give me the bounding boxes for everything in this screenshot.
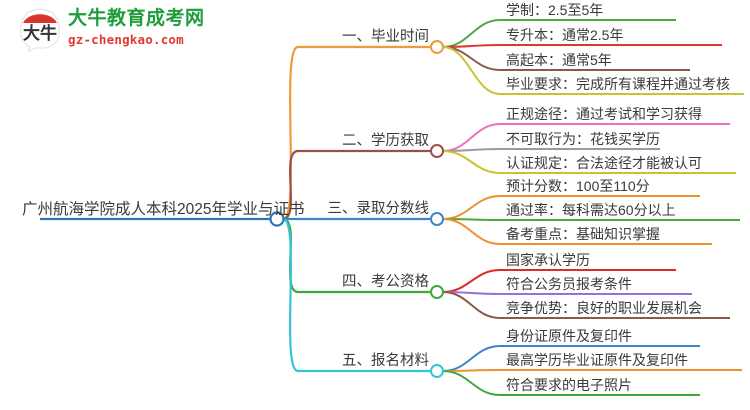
leaf-node-label[interactable]: 最高学历毕业证原件及复印件 [506,352,688,368]
mindmap-edges [40,19,744,396]
branch-node-label[interactable]: 五、报名材料 [342,353,429,369]
leaf-node-label[interactable]: 学制：2.5至5年 [506,2,604,18]
branch-node-label[interactable]: 一、毕业时间 [342,29,429,45]
leaf-node-label[interactable]: 高起本：通常5年 [506,52,612,68]
root-node-label[interactable]: 广州航海学院成人本科2025年学业与证书 [22,201,305,218]
site-logo: 大牛 大牛教育成考网 gz-chengkao.com [18,6,204,54]
leaf-node-label[interactable]: 不可取行为：花钱买学历 [506,131,660,147]
mindmap-nodes [269,40,444,378]
leaf-node-label[interactable]: 竞争优势：良好的职业发展机会 [506,300,702,316]
logo-mark-icon: 大牛 [20,8,60,52]
leaf-node-label[interactable]: 预计分数：100至110分 [506,178,650,194]
leaf-node-label[interactable]: 符合公务员报考条件 [506,276,632,292]
logo-title: 大牛教育成考网 [68,8,205,29]
leaf-node-label[interactable]: 符合要求的电子照片 [506,377,632,393]
leaf-node-label[interactable]: 专升本：通常2.5年 [506,27,624,43]
logo-domain: gz-chengkao.com [68,32,184,47]
leaf-node-label[interactable]: 毕业要求：完成所有课程并通过考核 [506,76,730,92]
branch-node-label[interactable]: 三、录取分数线 [327,201,430,217]
leaf-node-label[interactable]: 备考重点：基础知识掌握 [506,226,660,242]
svg-text:大牛: 大牛 [23,23,57,43]
leaf-node-label[interactable]: 通过率：每科需达60分以上 [506,202,676,218]
branch-node-label[interactable]: 二、学历获取 [342,133,429,149]
leaf-node-label[interactable]: 国家承认学历 [506,252,590,268]
logo-text-block: 大牛教育成考网 gz-chengkao.com [68,8,205,48]
leaf-node-label[interactable]: 认证规定：合法途径才能被认可 [506,155,702,171]
leaf-node-label[interactable]: 身份证原件及复印件 [506,328,632,344]
branch-node-label[interactable]: 四、考公资格 [342,274,429,290]
leaf-node-label[interactable]: 正规途径：通过考试和学习获得 [506,106,702,122]
